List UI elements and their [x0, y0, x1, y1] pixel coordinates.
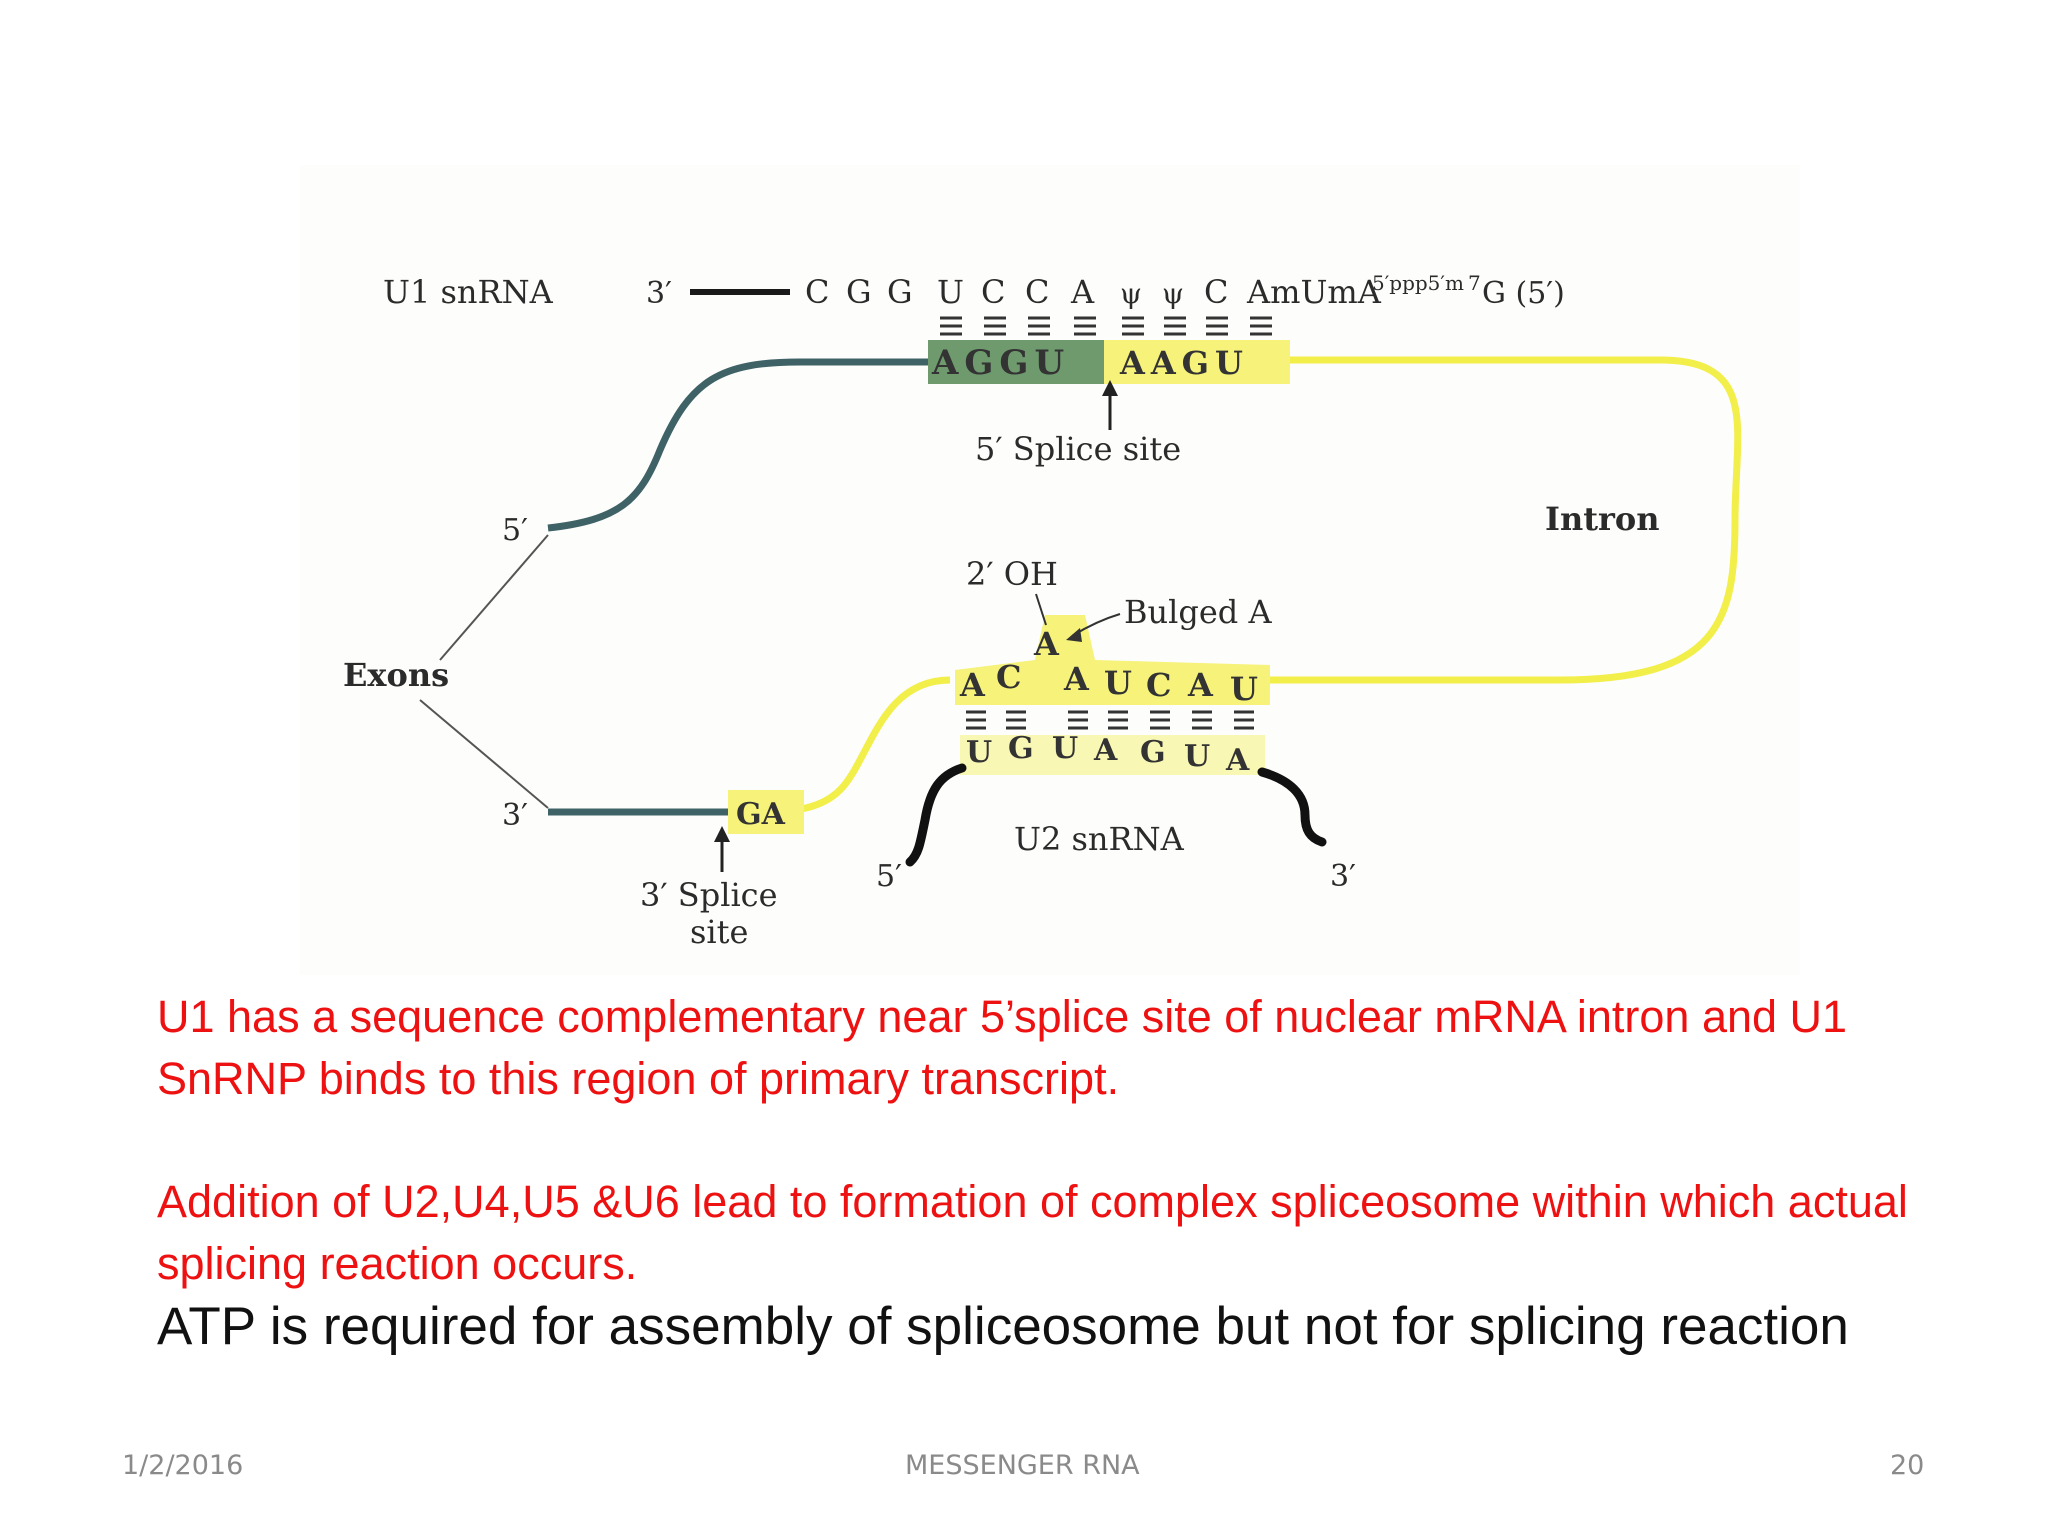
- bulged-arrowhead: [1066, 628, 1082, 642]
- paragraph-atp-requirement: ATP is required for assembly of spliceos…: [157, 1297, 1849, 1356]
- u2-base: U: [1184, 739, 1210, 774]
- u1-sequence: C G G U C C A ψ ψ C AmUmA 5′ppp5′m 7 G (…: [805, 271, 1565, 311]
- splice5-highlight-light: [1104, 340, 1290, 384]
- u2-base: U: [1052, 731, 1078, 766]
- u2-base: A: [1093, 733, 1118, 768]
- u1-cap-prefix: 5′ppp5′m: [1372, 271, 1464, 295]
- u1-base: C: [1025, 273, 1049, 311]
- u1-base: C: [805, 273, 829, 311]
- branch-base: U: [1230, 670, 1258, 708]
- figure-background: [300, 165, 1800, 975]
- u1-base: G: [846, 273, 872, 311]
- u1-cap-superscript: 7: [1468, 271, 1481, 295]
- u1-base: ψ: [1120, 277, 1142, 310]
- exons-label: Exons: [343, 656, 449, 694]
- u1-base: U: [937, 273, 964, 311]
- u2-base: A: [1225, 743, 1250, 778]
- exons-pointer-upper: [439, 534, 549, 661]
- u1-base: C: [1204, 273, 1228, 311]
- branch-base: A: [1187, 666, 1214, 704]
- splice3-label-line1: 3′ Splice: [640, 876, 778, 914]
- ga-highlight: [728, 790, 804, 834]
- branch-base: U: [1104, 664, 1132, 702]
- oh-label: 2′ OH: [966, 555, 1058, 593]
- branch-base: A: [959, 666, 986, 704]
- u1-3prime-label: 3′: [646, 276, 672, 311]
- footer-page-number: 20: [1890, 1450, 1925, 1481]
- u1-base: AmUmA: [1246, 273, 1382, 311]
- u2-strand-5prime: [905, 763, 967, 867]
- branch-pairing-dashes: [966, 710, 1254, 730]
- u2-5prime-label: 5′: [876, 859, 902, 894]
- bulged-base: A: [1033, 625, 1060, 663]
- splice5-label: 5′ Splice site: [975, 430, 1181, 468]
- exons-pointer-lower: [419, 699, 549, 809]
- u2-3prime-label: 3′: [1330, 859, 1356, 894]
- intron-strand: [1270, 356, 1742, 684]
- splice3-arrowhead: [714, 826, 730, 842]
- u1-snrna-label: U1 snRNA: [383, 273, 554, 311]
- u1-cap-end: G (5′): [1482, 276, 1565, 311]
- splice5-highlight-dark: [928, 340, 1106, 384]
- u1-base: A: [1070, 273, 1095, 311]
- u2-base: U: [966, 735, 992, 770]
- u2-snrna-label: U2 snRNA: [1014, 820, 1185, 858]
- footer-title: MESSENGER RNA: [905, 1450, 1140, 1481]
- paragraph-u1-binding: U1 has a sequence complementary near 5’s…: [157, 991, 1848, 1104]
- oh-pointer: [1035, 593, 1047, 626]
- intron-label: Intron: [1545, 500, 1659, 538]
- u2-base: G: [1140, 735, 1166, 770]
- u2-base: G: [1008, 731, 1034, 766]
- paragraph-spliceosome-formation: Addition of U2,U4,U5 &U6 lead to formati…: [157, 1176, 1908, 1289]
- u2-strand-3prime: [1257, 767, 1327, 847]
- branch-base: A: [1063, 660, 1090, 698]
- u2-sequence: U G U A G U A: [966, 731, 1250, 778]
- branch-base: C: [996, 658, 1021, 696]
- exon-3prime-label: 3′: [502, 798, 528, 833]
- splice5-seq-dark: AGGU: [931, 343, 1070, 383]
- branch-base: C: [1146, 666, 1171, 704]
- splice5-arrowhead: [1102, 380, 1118, 396]
- bulged-label: Bulged A: [1124, 593, 1272, 631]
- splice5-seq-light: AAGU: [1119, 344, 1249, 382]
- u1-pairing-dashes: [940, 316, 1272, 336]
- ga-label: GA: [736, 797, 786, 832]
- branch-highlight: [955, 615, 1270, 705]
- u1-base: C: [981, 273, 1005, 311]
- footer-date: 1/2/2016: [122, 1450, 244, 1481]
- exon-strand-5prime: [547, 358, 930, 532]
- splice3-label-line2: site: [690, 913, 748, 951]
- u2-pair-highlight: [960, 735, 1265, 775]
- u1-base: G: [887, 273, 913, 311]
- branch-top-sequence: A C A U C A U: [959, 658, 1258, 708]
- u1-base: ψ: [1162, 277, 1184, 310]
- exon-5prime-label: 5′: [502, 513, 528, 548]
